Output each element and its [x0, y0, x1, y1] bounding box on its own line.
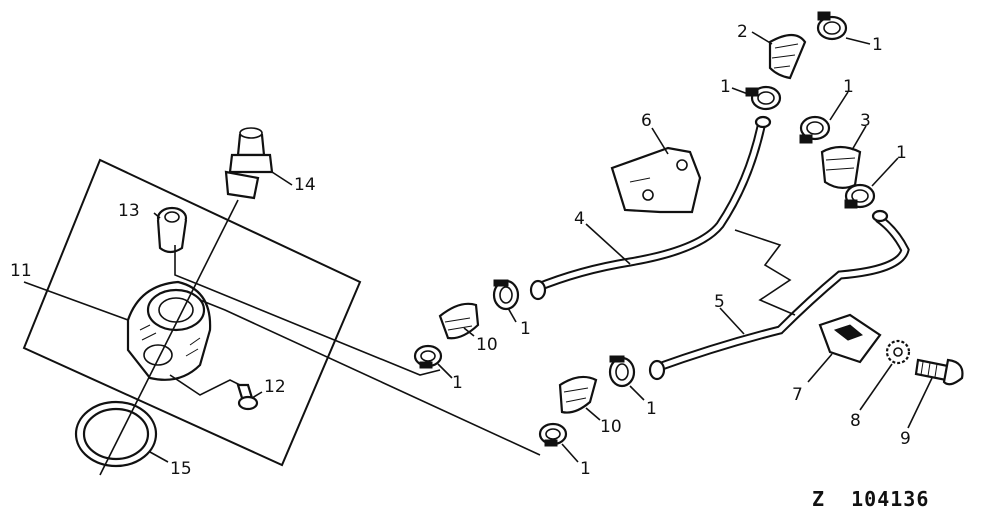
- callout-15: 15: [170, 459, 192, 479]
- callout-10-upper: 10: [476, 335, 498, 355]
- callout-7: 7: [792, 385, 803, 405]
- callout-4: 4: [574, 209, 585, 229]
- part-15-gasket: [74, 400, 158, 468]
- part-12-bolt: [236, 383, 259, 411]
- callout-8: 8: [850, 411, 861, 431]
- part-5-pipe: [648, 209, 910, 381]
- part-10-hose-upper: [438, 302, 480, 340]
- clamp-pipe4-top: [745, 85, 782, 111]
- clamp-hose10-upper: [413, 344, 443, 369]
- clamp-top-right: [816, 11, 848, 41]
- part-2-hose: [768, 33, 807, 80]
- callout-13: 13: [118, 201, 140, 221]
- part-13-plug: [156, 206, 188, 254]
- pipe-bracket-guide: [734, 229, 796, 316]
- figure-id: Z 104136: [812, 487, 929, 511]
- leader-lines: [149, 31, 933, 463]
- callout-1-hose10-upper: 1: [452, 373, 463, 393]
- callout-6: 6: [641, 111, 652, 131]
- assembly-centerlines: [23, 199, 541, 476]
- part-9-bolt: [914, 358, 964, 386]
- clamp-pipe5-end: [608, 355, 636, 388]
- clamp-hose3-top: [799, 115, 831, 144]
- part-3-hose: [820, 145, 862, 189]
- callout-14: 14: [294, 175, 316, 195]
- callout-1-top-right: 1: [872, 35, 883, 55]
- callout-10-lower: 10: [600, 417, 622, 437]
- callout-1-pipe4-top: 1: [720, 77, 731, 97]
- part-7-clip: [818, 313, 882, 364]
- part-8-washer: [885, 339, 911, 365]
- callout-1-hose10-lower: 1: [580, 459, 591, 479]
- callout-12: 12: [264, 377, 286, 397]
- part-10-hose-lower: [558, 375, 598, 414]
- clamp-hose3-bottom: [844, 183, 876, 209]
- callout-2: 2: [737, 22, 748, 42]
- part-14-fitting: [224, 127, 274, 200]
- callout-3: 3: [860, 111, 871, 131]
- part-6-bracket: [610, 146, 702, 214]
- part-1-clamps: [413, 11, 876, 447]
- callout-1-hose3-bottom: 1: [896, 143, 907, 163]
- callout-1-pipe4-end: 1: [520, 319, 531, 339]
- filter-housing-inset: [22, 158, 362, 467]
- callout-1-pipe5-end: 1: [646, 399, 657, 419]
- clamp-pipe4-end: [492, 279, 520, 311]
- callout-labels: 2 1 1 1 3 1 6 4 5 7 8 9 10 1 1 1 10 1 11…: [10, 22, 911, 479]
- clamp-hose10-lower: [538, 422, 568, 447]
- callout-9: 9: [900, 429, 911, 449]
- callout-5: 5: [714, 292, 725, 312]
- callout-1-hose3-top: 1: [843, 77, 854, 97]
- callout-11: 11: [10, 261, 32, 281]
- part-11-filter-housing: [126, 280, 212, 381]
